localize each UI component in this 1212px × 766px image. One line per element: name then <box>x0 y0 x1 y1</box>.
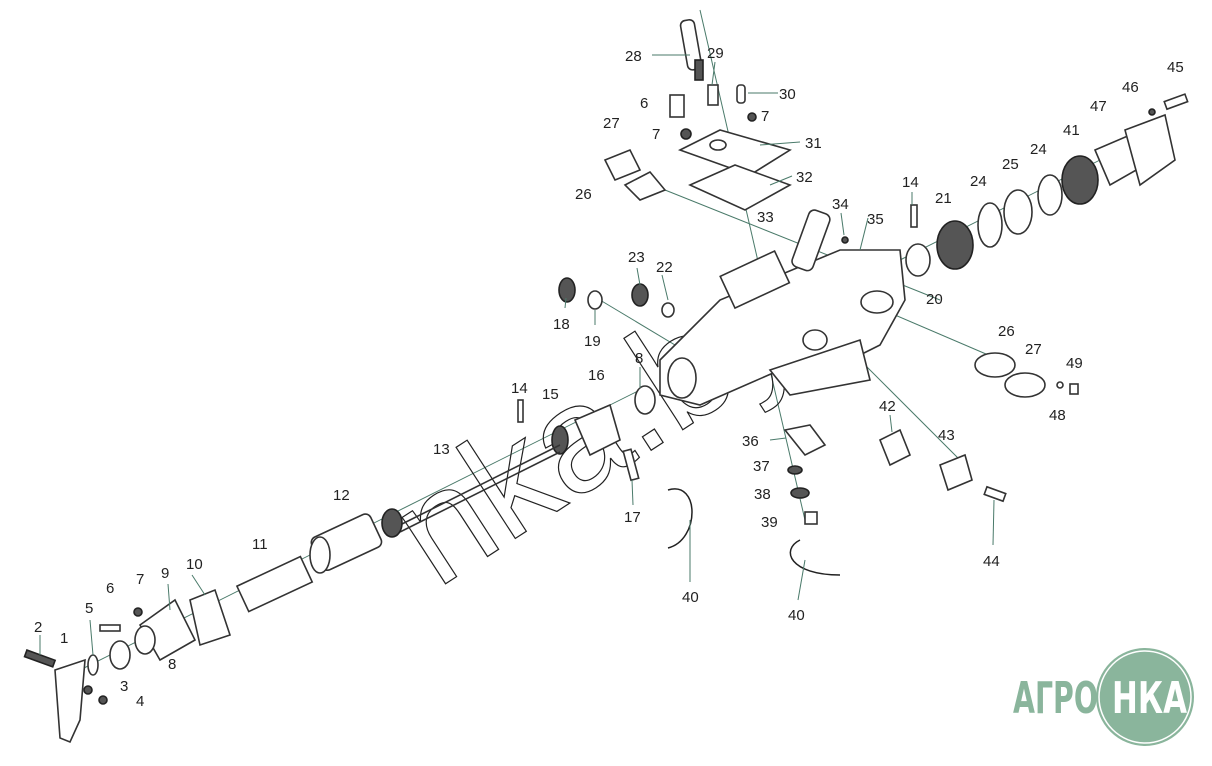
callout: 2 <box>34 619 42 636</box>
callout: 33 <box>757 209 774 226</box>
callout: 47 <box>1090 98 1107 115</box>
callout: 19 <box>584 333 601 350</box>
callout: 30 <box>779 86 796 103</box>
callout: 6 <box>640 95 648 112</box>
callout: 15 <box>542 386 559 403</box>
callout: 38 <box>754 486 771 503</box>
callout: 27 <box>1025 341 1042 358</box>
callout: 14 <box>511 380 528 397</box>
main-housing <box>659 249 906 406</box>
callout: 43 <box>938 427 955 444</box>
callout: 26 <box>998 323 1015 340</box>
callout: 34 <box>832 196 849 213</box>
callout: 11 <box>252 536 268 553</box>
callout: 27 <box>603 115 620 132</box>
callout: 8 <box>168 656 176 673</box>
callout: 35 <box>867 211 884 228</box>
callout: 10 <box>186 556 203 573</box>
callout: 21 <box>935 190 952 207</box>
callout-labels: 28 29 30 6 7 7 31 27 26 32 14 21 24 25 2… <box>34 45 1184 710</box>
callout: 7 <box>761 108 769 125</box>
callout: 49 <box>1066 355 1083 372</box>
logo-text-left: АГРО <box>1013 673 1098 724</box>
callout: 37 <box>753 458 770 475</box>
callout: 26 <box>575 186 592 203</box>
callout-leaders <box>39 54 995 656</box>
callout: 20 <box>926 291 943 308</box>
callout: 42 <box>879 398 896 415</box>
agronka-logo: АГРО НКА <box>1013 646 1196 748</box>
callout: 17 <box>624 509 641 526</box>
callout: 32 <box>796 169 813 186</box>
callout: 8 <box>635 350 643 367</box>
callout: 41 <box>1063 122 1080 139</box>
callout: 25 <box>1002 156 1019 173</box>
callout: 22 <box>656 259 673 276</box>
callout: 46 <box>1122 79 1139 96</box>
callout: 24 <box>970 173 987 190</box>
callout: 3 <box>120 678 128 695</box>
callout: 36 <box>742 433 759 450</box>
callout: 14 <box>902 174 919 191</box>
right-side-parts <box>878 93 1189 503</box>
callout: 29 <box>707 45 724 62</box>
callout: 23 <box>628 249 645 266</box>
callout: 12 <box>333 487 350 504</box>
lower-center-parts <box>622 424 841 576</box>
callout: 18 <box>553 316 570 333</box>
callout: 45 <box>1167 59 1184 76</box>
callout: 48 <box>1049 407 1066 424</box>
callout: 39 <box>761 514 778 531</box>
callout: 13 <box>433 441 450 458</box>
callout: 1 <box>60 630 68 647</box>
callout: 7 <box>136 571 144 588</box>
logo-text-right: НКА <box>1112 673 1187 724</box>
callout: 16 <box>588 367 605 384</box>
callout: 28 <box>625 48 642 65</box>
callout: 40 <box>788 607 805 624</box>
callout: 24 <box>1030 141 1047 158</box>
callout: 6 <box>106 580 114 597</box>
callout: 7 <box>652 126 660 143</box>
callout: 31 <box>805 135 822 152</box>
top-cover-parts <box>603 18 849 272</box>
callout: 44 <box>983 553 1000 570</box>
callout: 40 <box>682 589 699 606</box>
callout: 9 <box>161 565 169 582</box>
left-shaft-parts <box>23 277 675 744</box>
callout: 4 <box>136 693 144 710</box>
callout: 5 <box>85 600 93 617</box>
